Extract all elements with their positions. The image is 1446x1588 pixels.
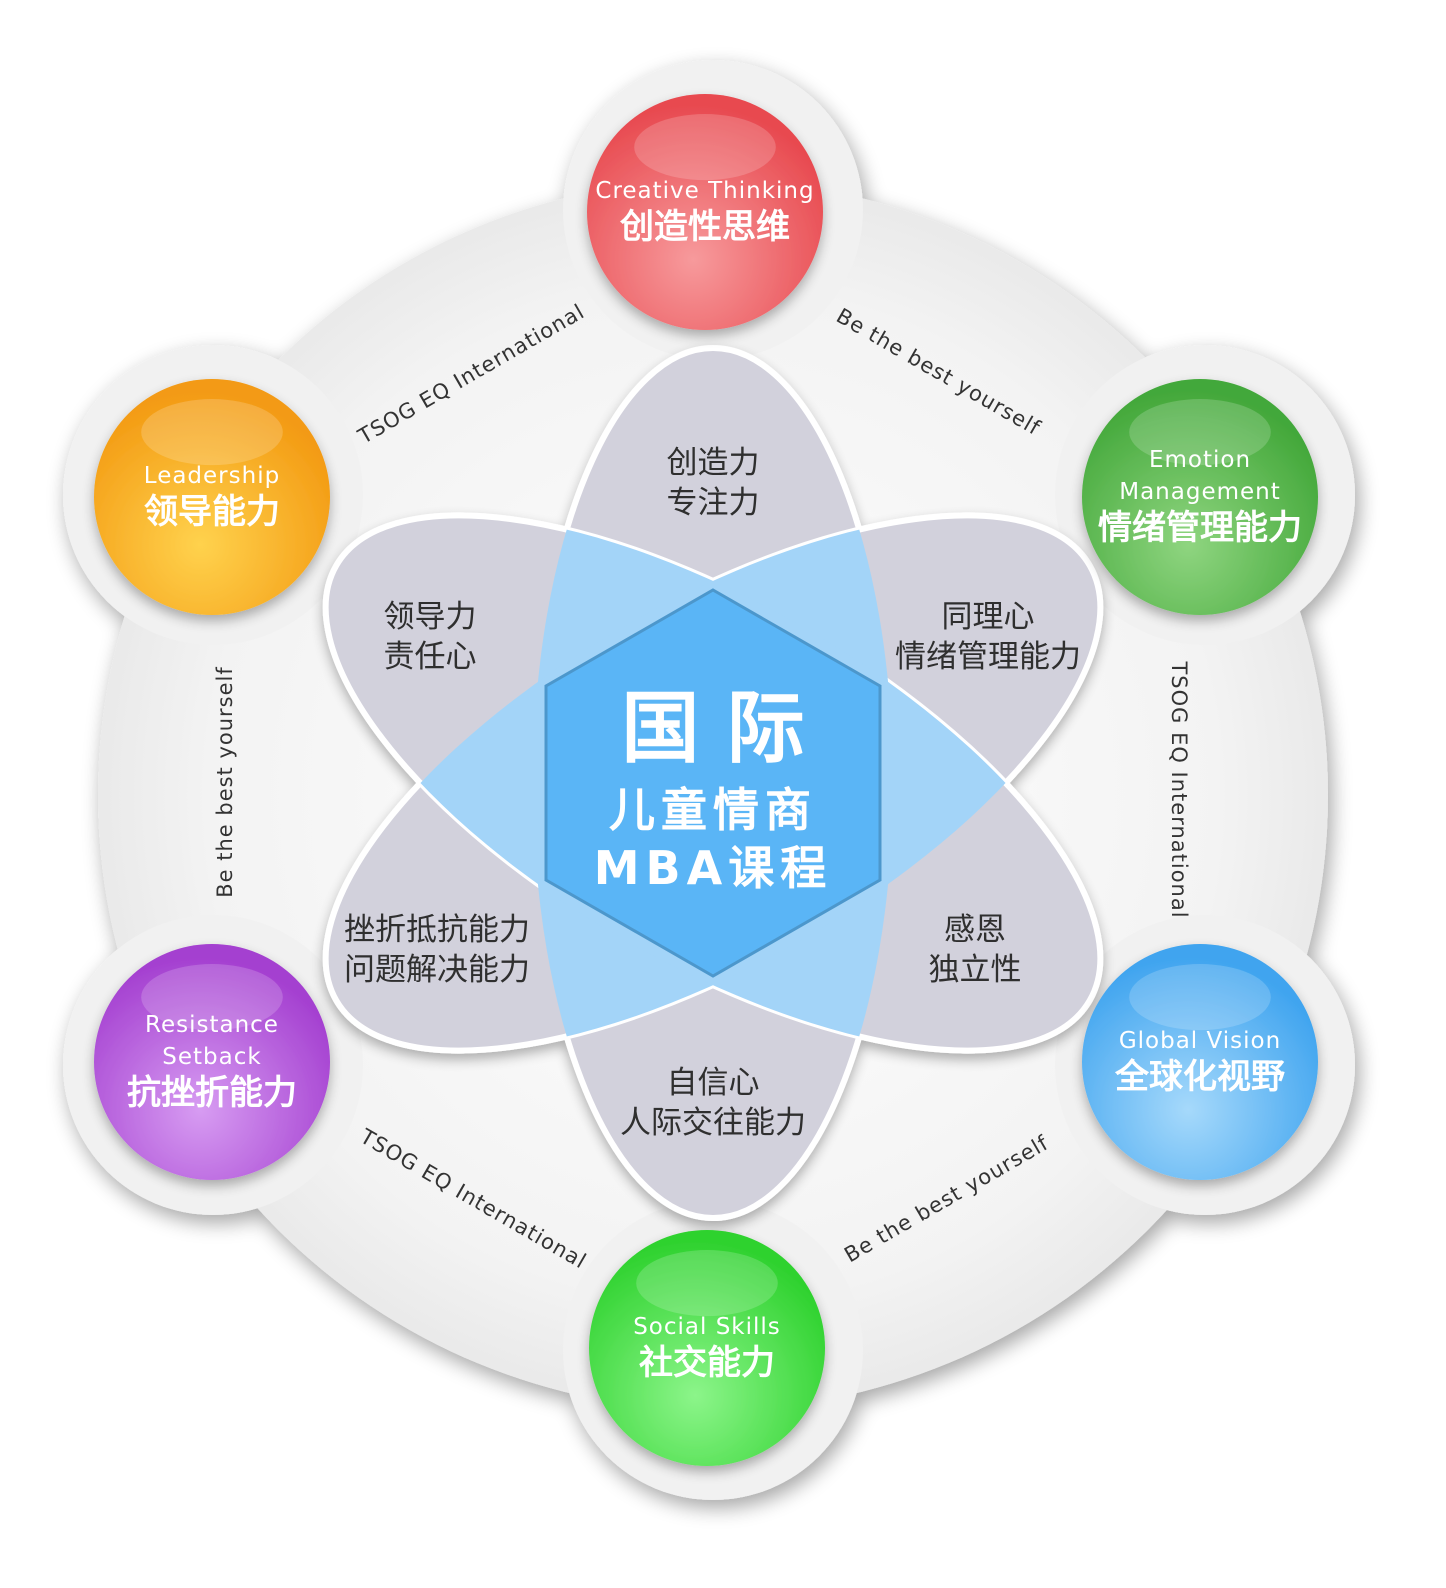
petal-upper-right-line2: 情绪管理能力 — [895, 639, 1081, 675]
petal-top-line1: 创造力 — [667, 445, 760, 481]
node-label-en: Creative Thinking — [595, 178, 814, 204]
petal-bottom-line1: 自信心 — [667, 1065, 760, 1101]
node-label-zh: 全球化视野 — [1114, 1057, 1285, 1097]
center-hexagon — [544, 588, 882, 978]
petal-lower-left-line2: 问题解决能力 — [344, 952, 530, 988]
node-label-en: Social Skills — [633, 1314, 781, 1340]
node-label-en: Global Vision — [1119, 1028, 1281, 1054]
node-label-en: Management — [1119, 479, 1281, 505]
center-title-block: 国 际 儿童情商 MBA课程 — [594, 684, 832, 895]
node-highlight — [634, 114, 776, 181]
node-social-skills: Social Skills 社交能力 — [589, 1230, 825, 1466]
orbit-label-left: Be the best yourself — [213, 666, 237, 898]
node-highlight — [1129, 964, 1271, 1031]
petal-top-line2: 专注力 — [667, 485, 760, 521]
node-highlight — [141, 399, 283, 466]
center-course: MBA课程 — [594, 841, 832, 895]
petal-bottom-line2: 人际交往能力 — [620, 1105, 806, 1141]
node-label-en: Setback — [162, 1044, 261, 1070]
center-title: 国 际 — [621, 684, 804, 774]
node-label-en: Resistance — [145, 1012, 279, 1038]
center-subtitle: 儿童情商 — [609, 783, 817, 837]
petal-upper-left-line2: 责任心 — [384, 639, 477, 675]
node-label-zh: 创造性思维 — [619, 207, 790, 247]
node-highlight — [141, 964, 283, 1031]
node-label-zh: 抗挫折能力 — [127, 1073, 297, 1113]
node-label-zh: 情绪管理能力 — [1098, 508, 1302, 548]
node-highlight — [1129, 399, 1271, 466]
node-label-en: Emotion — [1149, 447, 1251, 473]
node-label-zh: 社交能力 — [639, 1343, 775, 1383]
petal-lower-right-line2: 独立性 — [929, 952, 1022, 988]
petal-labels: 创造力 专注力 同理心 情绪管理能力 感恩 独立性 自信心 人际交往能力 挫折抵… — [344, 445, 1081, 1141]
node-label-zh: 领导能力 — [144, 492, 280, 532]
node-leadership: Leadership 领导能力 — [94, 379, 330, 615]
petal-lower-right-line1: 感恩 — [944, 912, 1006, 948]
petal-upper-right-line1: 同理心 — [942, 599, 1035, 635]
orbit-label-right: TSOG EQ International — [1167, 660, 1191, 918]
node-label-en: Leadership — [144, 463, 280, 489]
node-global-vision: Global Vision 全球化视野 — [1082, 944, 1318, 1180]
node-creative-thinking: Creative Thinking 创造性思维 — [587, 94, 823, 330]
petal-lower-left-line1: 挫折抵抗能力 — [344, 912, 530, 948]
petal-upper-left-line1: 领导力 — [384, 599, 477, 635]
node-highlight — [636, 1250, 778, 1317]
